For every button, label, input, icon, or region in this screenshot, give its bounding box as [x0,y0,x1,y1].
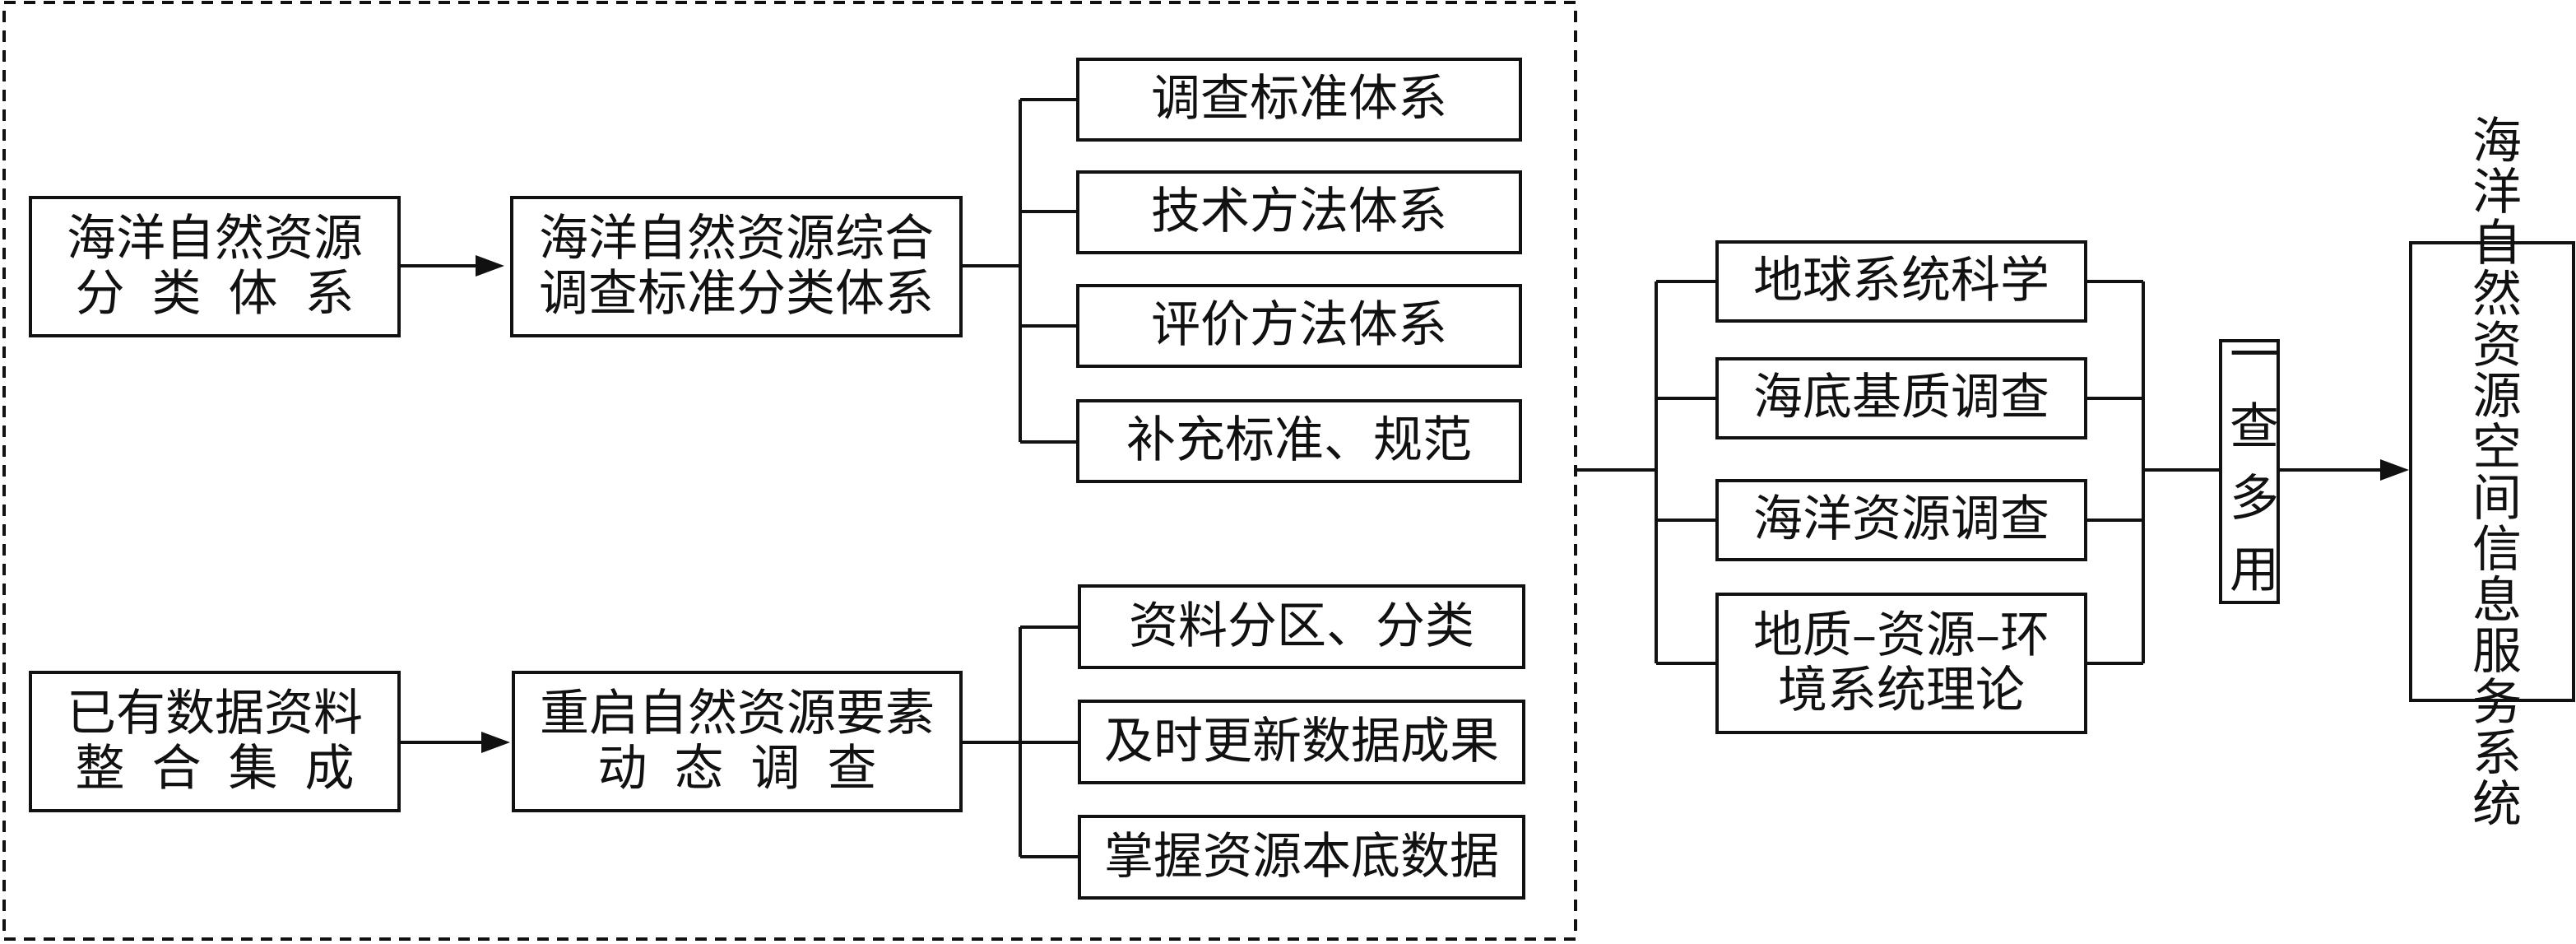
bracket-middle-right [2087,280,2219,665]
source-box-bottom: 已有数据资料 整合集成 [29,671,401,812]
branch-box-evaluation-methods: 评价方法体系 [1076,284,1522,368]
middle-label: 地球系统科学 [1753,252,2049,310]
branch-label: 及时更新数据成果 [1104,712,1499,770]
branch-label: 掌握资源本底数据 [1104,827,1499,886]
target-top-line1: 海洋自然资源综合 [539,209,934,267]
source-box-top: 海洋自然资源 分类体系 [29,196,401,337]
multi-use-box: 一查多用 [2219,328,2280,615]
target-box-bottom: 重启自然资源要素 动态调查 [512,671,963,812]
bracket-top-branches [963,98,1076,444]
branch-box-timely-updates: 及时更新数据成果 [1078,700,1525,784]
branch-label: 技术方法体系 [1151,183,1447,241]
branch-box-baseline-data: 掌握资源本底数据 [1078,815,1525,900]
source-bottom-line1: 已有数据资料 [67,684,363,742]
middle-last-line1: 地质–资源–环 [1753,606,2049,664]
source-top-line1: 海洋自然资源 [67,209,363,267]
multi-use-label: 一查多用 [2221,328,2279,615]
middle-last-line2: 境系统理论 [1778,662,2025,719]
middle-box-marine-resource-survey: 海洋资源调查 [1715,479,2087,561]
branch-label: 补充标准、规范 [1126,412,1472,470]
final-output-label: 海洋自然资源空间信息服务系统 [2463,114,2522,829]
branch-label: 资料分区、分类 [1129,597,1474,655]
middle-label: 海洋资源调查 [1753,491,2049,549]
target-box-top: 海洋自然资源综合 调查标准分类体系 [510,196,963,337]
middle-label: 海底基质调查 [1753,369,2049,427]
arrow-to-final [2280,459,2409,481]
bracket-middle-left [1576,280,1715,665]
middle-box-geo-resource-environment: 地质–资源–环 境系统理论 [1715,593,2087,734]
final-output-box: 海洋自然资源空间信息服务系统 [2409,114,2575,829]
target-bottom-line1: 重启自然资源要素 [540,684,935,742]
branch-box-data-zoning: 资料分区、分类 [1078,584,1525,669]
arrow-bottom [401,732,510,753]
arrow-top [401,255,504,277]
target-top-line2: 调查标准分类体系 [539,265,934,323]
source-bottom-line2: 整合集成 [75,740,382,798]
branch-box-technical-methods: 技术方法体系 [1076,170,1522,254]
bracket-bottom-branches [963,625,1078,858]
middle-box-seabed-survey: 海底基质调查 [1715,357,2087,439]
source-top-line2: 分类体系 [75,265,382,323]
branch-box-standard-system: 调查标准体系 [1076,58,1522,142]
branch-label: 评价方法体系 [1151,296,1447,355]
target-bottom-line2: 动态调查 [597,740,904,798]
middle-box-earth-system-science: 地球系统科学 [1715,240,2087,323]
branch-box-supplementary-standards: 补充标准、规范 [1076,399,1522,483]
branch-label: 调查标准体系 [1151,70,1447,128]
